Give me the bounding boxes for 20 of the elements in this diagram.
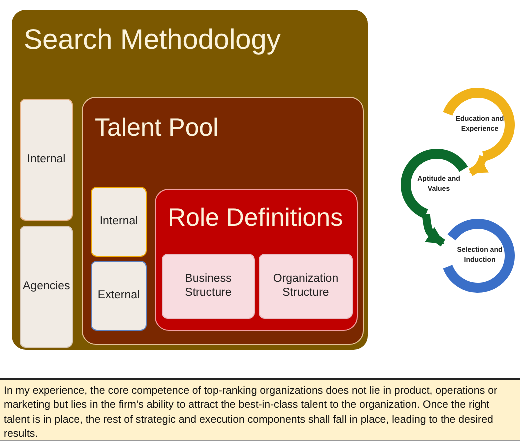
source-box: [20, 226, 73, 348]
note-text: In my experience, the core competence of top-ranking organizations does not lie in product, operations or marketing but lies in the firm’s ability to attract the best-in-class talent to the organization. Once the right talent is in place, the rest of strategic and execution components shall fall in place, leading to the desired results.: [4, 384, 498, 441]
box-label: Agencies: [23, 280, 70, 294]
source-box: [91, 187, 147, 257]
source-box: [91, 261, 147, 331]
panel-title: Role Definitions: [168, 204, 344, 233]
panel-title: Search Methodology: [24, 24, 281, 56]
structure-box: [259, 254, 353, 319]
panel-title: Talent Pool: [95, 114, 219, 143]
structure-box: [162, 254, 255, 319]
source-box: [20, 99, 73, 221]
curved-arrow: [468, 155, 489, 176]
box-label: Internal: [98, 214, 140, 230]
box-label: External: [96, 288, 142, 304]
inner-panel: [82, 97, 364, 345]
box-label: Internal: [26, 152, 67, 168]
outer-panel: [12, 10, 368, 350]
role-panel: [155, 189, 358, 331]
box-label: Organization Structure: [272, 272, 340, 302]
box-label: Business Structure: [184, 272, 233, 302]
